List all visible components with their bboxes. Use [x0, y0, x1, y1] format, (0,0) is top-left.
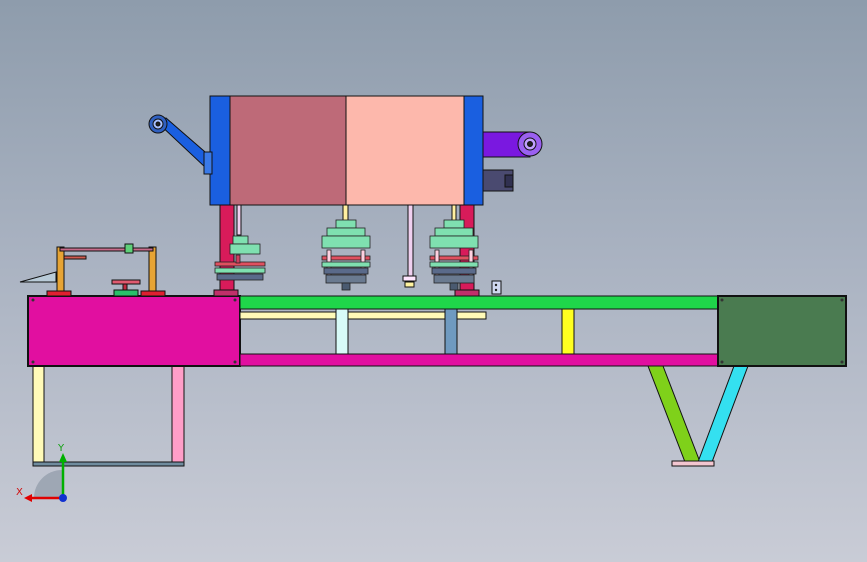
press-head-panel-left: [229, 95, 347, 206]
right-brace-green: [647, 365, 701, 463]
left-magenta-cabinet: [27, 295, 241, 367]
die-station-2: [321, 219, 371, 291]
right-green-cabinet: [717, 295, 847, 367]
press-rod-2: [342, 204, 349, 223]
rail-beige-under: [239, 311, 487, 320]
feeder-crossbar: [59, 247, 154, 252]
triad-z-axis: [59, 494, 67, 502]
triad-x-label: X: [16, 487, 23, 498]
feeder-stand-stem: [122, 283, 128, 291]
rail-green-top: [239, 295, 719, 310]
left-leg-front: [32, 365, 45, 465]
punch-tip: [402, 275, 417, 282]
feeder-block: [124, 243, 134, 254]
sensor-block: [491, 280, 502, 295]
feeder-base-left: [46, 290, 72, 297]
left-leg-foot-bar: [32, 461, 185, 467]
press-head-panel-right: [345, 95, 465, 206]
feeder-base-right: [140, 290, 166, 297]
feeder-roller-left: [63, 255, 87, 260]
feeder-post-left: [56, 246, 65, 293]
right-brace-foot: [671, 460, 715, 467]
press-rod-3: [407, 204, 414, 278]
press-rod-4: [451, 204, 457, 223]
press-arm-bracket: [203, 151, 213, 175]
triad-plane-icon: [34, 470, 62, 498]
triad-y-label: Y: [58, 443, 65, 454]
strut-light-cyan: [335, 308, 349, 355]
press-head-end-right: [463, 95, 484, 206]
feeder-tray: [19, 271, 57, 283]
column-foot-right: [454, 289, 480, 297]
die-station-1: [214, 235, 266, 281]
strut-yellow: [561, 308, 575, 355]
feeder-stand-top: [111, 279, 141, 285]
right-brace-cyan: [697, 365, 749, 463]
feeder-base-mid: [113, 289, 139, 297]
rail-magenta-lower: [239, 353, 719, 367]
press-rod-1: [236, 204, 242, 236]
die-station-3: [429, 219, 479, 291]
left-leg-back: [171, 365, 185, 465]
press-head-end-left: [209, 95, 231, 206]
feeder-post-right: [148, 246, 157, 293]
orientation-triad[interactable]: [24, 453, 67, 502]
column-foot-left: [213, 289, 239, 297]
strut-blue-grey: [444, 308, 458, 355]
